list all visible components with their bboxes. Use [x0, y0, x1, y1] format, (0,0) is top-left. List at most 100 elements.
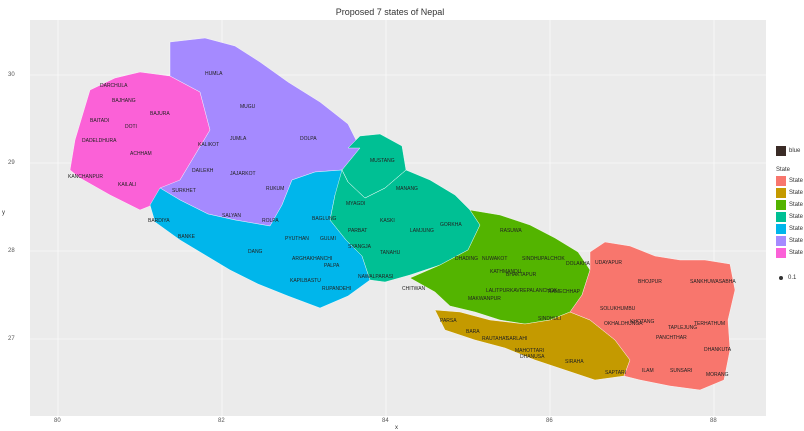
- district-label: KAVREPALANCHOK: [510, 288, 558, 294]
- district-label: KAILALI: [118, 182, 136, 188]
- district-label: JAJARKOT: [230, 171, 256, 177]
- district-label: LAMJUNG: [410, 228, 434, 234]
- legend-state-label: State: [789, 202, 804, 208]
- district-label: PYUTHAN: [285, 236, 309, 242]
- district-label: SURKHET: [172, 188, 196, 194]
- district-label: MANANG: [396, 186, 418, 192]
- district-label: GULMI: [320, 236, 336, 242]
- district-label: RAMECHHAP: [548, 289, 581, 295]
- district-label: PARSA: [440, 318, 457, 324]
- district-label: BAITADI: [90, 118, 109, 124]
- district-label: KALIKOT: [198, 142, 219, 148]
- legend-state-label: State: [789, 178, 804, 184]
- legend-state-swatch: [776, 248, 786, 258]
- map-svg: DARCHULABAJHANGBAITADIDOTIBAJURADADELDHU…: [30, 20, 766, 416]
- y-tick: 27: [8, 336, 15, 342]
- legend-point-dot: [779, 276, 783, 280]
- district-label: SALYAN: [222, 213, 241, 219]
- y-tick: 30: [8, 72, 15, 78]
- district-label: KHOTANG: [630, 319, 654, 325]
- x-tick: 84: [382, 418, 389, 424]
- district-label: DHANUSA: [520, 354, 545, 360]
- district-label: DHANKUTA: [704, 347, 732, 353]
- district-label: ILAM: [642, 368, 654, 374]
- x-tick: 86: [546, 418, 553, 424]
- district-label: RUKUM: [266, 186, 284, 192]
- district-label: SARLAHI: [506, 336, 527, 342]
- district-label: TERHATHUM: [694, 321, 725, 327]
- state-region-1[interactable]: [569, 241, 736, 391]
- district-label: MUSTANG: [370, 158, 395, 164]
- district-label: KASKI: [380, 218, 395, 224]
- district-label: MORANG: [706, 372, 729, 378]
- legend-fill-title: blue: [789, 148, 801, 154]
- district-label: ROLPA: [262, 218, 279, 224]
- map-title: Proposed 7 states of Nepal: [335, 7, 445, 17]
- district-label: BARDIYA: [148, 218, 170, 224]
- district-label: MAHOTTARI: [515, 348, 544, 354]
- district-label: ACHHAM: [130, 151, 152, 157]
- district-label: SOLUKHUMBU: [600, 306, 636, 312]
- legend-state-label: State: [789, 226, 804, 232]
- district-label: PANCHTHAR: [656, 335, 687, 341]
- legend-state-item: State: [776, 187, 803, 199]
- legend-state-item: State: [776, 175, 803, 187]
- legend-state-item: State: [776, 223, 803, 235]
- district-label: BHAKTAPUR: [506, 272, 537, 278]
- district-label: SINDHULI: [538, 316, 561, 322]
- district-label: LALITPUR: [486, 288, 510, 294]
- legend-state-label: State: [789, 250, 804, 256]
- legend-state-swatch: [776, 200, 786, 210]
- district-label: DOTI: [125, 124, 137, 130]
- district-label: HUMLA: [205, 71, 223, 77]
- legend-point-key: 0.1: [776, 275, 803, 281]
- district-label: DARCHULA: [100, 83, 128, 89]
- y-tick: 29: [8, 160, 15, 166]
- district-label: CHITWAN: [402, 286, 426, 292]
- district-label: DADELDHURA: [82, 138, 117, 144]
- district-label: DANG: [248, 249, 263, 255]
- district-label: RASUWA: [500, 228, 522, 234]
- district-label: DOLPA: [300, 136, 317, 142]
- legend-state-swatch: [776, 176, 786, 186]
- district-label: DOLAKHA: [566, 261, 591, 267]
- legend-state-item: State: [776, 199, 803, 211]
- district-label: ARGHAKHANCHI: [292, 256, 332, 262]
- district-label: TAPLEJUNG: [668, 325, 697, 331]
- x-tick: 82: [218, 418, 225, 424]
- district-label: SANKHUWASABHA: [690, 279, 736, 285]
- district-labels: DARCHULABAJHANGBAITADIDOTIBAJURADADELDHU…: [68, 71, 736, 378]
- legend-state-item: State: [776, 211, 803, 223]
- district-label: OKHALDHUNGA: [604, 321, 643, 327]
- legend-point-label: 0.1: [788, 275, 797, 281]
- y-tick: 28: [8, 248, 15, 254]
- district-label: SIRAHA: [565, 359, 584, 365]
- district-label: KAPILBASTU: [290, 278, 321, 284]
- district-label: PARBAT: [348, 228, 367, 234]
- district-label: SUNSARI: [670, 368, 692, 374]
- legend-state-swatch: [776, 212, 786, 222]
- legend-fill-key: blue: [776, 146, 803, 156]
- district-label: RAUTAHAT: [482, 336, 508, 342]
- district-label: SAPTARI: [605, 370, 626, 376]
- district-label: DHADING: [455, 256, 478, 262]
- district-label: KATHMANDU: [490, 269, 522, 275]
- district-label: BAJHANG: [112, 98, 136, 104]
- district-label: GORKHA: [440, 222, 462, 228]
- district-label: KANCHANPUR: [68, 174, 103, 180]
- district-label: SINDHUPALCHOK: [522, 256, 565, 262]
- district-label: BARA: [466, 329, 480, 335]
- x-axis-label: x: [395, 425, 398, 431]
- district-label: UDAYAPUR: [595, 260, 622, 266]
- legend-state-label: State: [789, 214, 804, 220]
- legend-state-swatch: [776, 188, 786, 198]
- legend-state-swatch: [776, 236, 786, 246]
- legend-state-label: State: [789, 190, 804, 196]
- legend-state-item: State: [776, 235, 803, 247]
- district-label: BHOJPUR: [638, 279, 662, 285]
- legend-state-item: State: [776, 247, 803, 259]
- y-axis-label: y: [2, 210, 5, 216]
- district-label: PALPA: [324, 263, 340, 269]
